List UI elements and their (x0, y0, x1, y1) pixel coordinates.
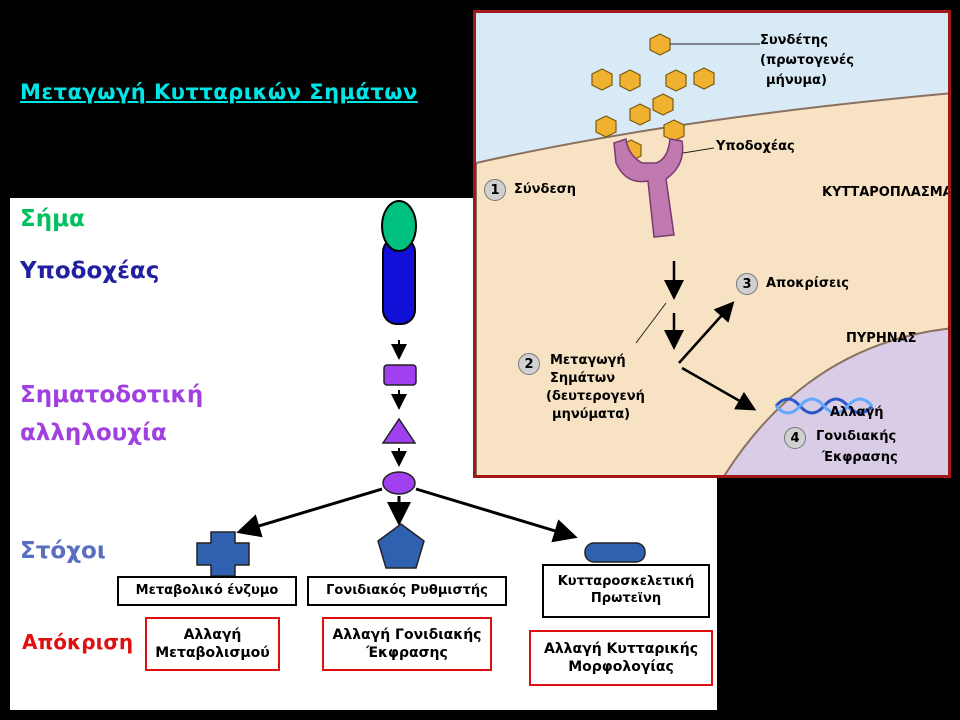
page-title: Μεταγωγή Κυτταρικών Σημάτων (20, 80, 418, 104)
step4-label-3: Έκφρασης (822, 450, 898, 465)
target-box-enzyme: Μεταβολικό ένζυμο (117, 576, 297, 606)
step4-label-1: Αλλαγή (830, 405, 884, 420)
chain-ellipse (382, 471, 416, 495)
step3-label: Αποκρίσεις (766, 276, 850, 291)
nucleus-region (723, 327, 948, 475)
target-box-cytoskeleton: Κυτταροσκελετική Πρωτεϊνη (542, 564, 710, 618)
nucleus-label: ΠΥΡΗΝΑΣ (846, 331, 917, 346)
label-response: Απόκριση (22, 630, 134, 654)
label-signal: Σήμα (20, 206, 85, 232)
step1-label: Σύνδεση (514, 182, 577, 197)
step-number-3: 3 (736, 273, 758, 295)
cell-graphic (476, 33, 948, 475)
label-signaling-chain-1: Σηματοδοτική (20, 382, 204, 408)
signal-molecule (381, 200, 417, 252)
label-targets: Στόχοι (20, 538, 106, 564)
cytoskeleton-oval-shape (584, 542, 646, 563)
cytoplasm-label: ΚΥΤΤΑΡΟΠΛΑΣΜΑ (822, 185, 951, 200)
regulator-pentagon-shape (377, 523, 425, 569)
dna-strand-2 (774, 397, 874, 415)
step2-label-4: μηνύματα) (552, 407, 631, 422)
chain-triangle (381, 417, 417, 444)
label-signaling-chain-2: αλληλουχία (20, 420, 167, 446)
ligand-molecules (591, 33, 715, 162)
step-number-2: 2 (518, 353, 540, 375)
label-receptor: Υποδοχέας (20, 258, 160, 284)
pathway-graphic (196, 200, 646, 577)
chain-rectangle (383, 364, 417, 386)
ligand-label-1: Συνδέτης (760, 33, 828, 48)
response-box-morphology: Αλλαγή Κυτταρικής Μορφολογίας (529, 630, 713, 686)
step2-label-1: Μεταγωγή (550, 353, 626, 368)
ligand-label-2: (πρωτογενές (760, 53, 854, 68)
receptor-label: Υποδοχέας (716, 139, 795, 154)
step-number-1: 1 (484, 179, 506, 201)
step2-label-2: Σημάτων (550, 371, 616, 386)
response-box-gene-expression: Αλλαγή Γονιδιακής Έκφρασης (322, 617, 492, 671)
target-box-regulator: Γονιδιακός Ρυθμιστής (307, 576, 507, 606)
response-box-metabolism: Αλλαγή Μεταβολισμού (145, 617, 280, 671)
step2-label-3: (δευτερογενή (546, 389, 645, 404)
step4-label-2: Γονιδιακής (816, 429, 897, 444)
enzyme-cross-shape (196, 531, 250, 577)
step-number-4: 4 (784, 427, 806, 449)
ligand-label-3: μήνυμα) (766, 73, 827, 88)
cell-inset: Συνδέτης (πρωτογενές μήνυμα) Υποδοχέας 1… (473, 10, 951, 478)
membrane-receptor (613, 137, 684, 238)
